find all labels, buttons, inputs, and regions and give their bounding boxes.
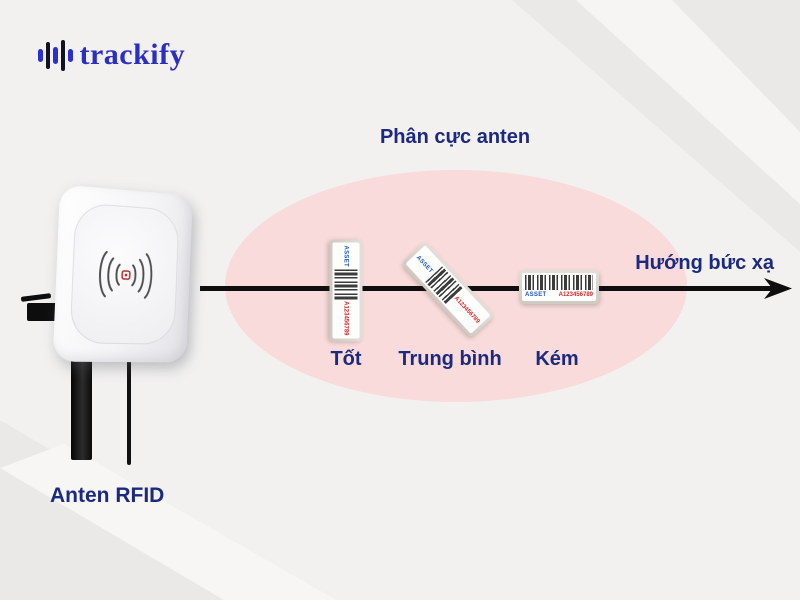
antenna-cable xyxy=(127,345,131,465)
antenna-face xyxy=(69,202,180,345)
radiation-direction-label: Hướng bức xạ xyxy=(635,252,774,274)
brand-name: trackify xyxy=(79,38,186,71)
quality-label-good: Tốt xyxy=(330,348,362,370)
diagram-title: Phân cực anten xyxy=(379,126,531,148)
rfid-tag-horizontal: ASSET A123456789 xyxy=(519,270,599,304)
tag-code-text: A123456789 xyxy=(453,295,481,325)
rfid-tag-vertical: ASSET A123456789 xyxy=(329,239,363,342)
tag-code-text: A123456789 xyxy=(343,301,349,336)
tag-asset-text: ASSET xyxy=(343,245,349,268)
antenna-panel xyxy=(52,184,193,363)
tag-barcode xyxy=(334,269,358,300)
equalizer-icon xyxy=(38,38,73,72)
tag-barcode xyxy=(525,275,593,290)
quality-label-medium: Trung bình xyxy=(398,348,502,370)
mounting-bracket-tip xyxy=(20,293,52,302)
antenna-label: Anten RFID xyxy=(50,484,165,507)
tag-asset-text: ASSET xyxy=(525,292,547,298)
quality-label-poor: Kém xyxy=(535,348,579,370)
rfid-antenna-illustration xyxy=(20,184,225,475)
tag-text-row: ASSET A123456789 xyxy=(525,292,593,298)
rfid-waves-icon xyxy=(91,247,160,302)
tag-face: ASSET A123456789 xyxy=(522,273,596,301)
tag-asset-text: ASSET xyxy=(415,254,435,275)
tag-code-text: A123456789 xyxy=(558,292,593,298)
antenna-pole xyxy=(71,335,92,460)
radiation-axis-line xyxy=(200,286,774,291)
tag-face: ASSET A123456789 xyxy=(332,242,360,339)
brand-logo: trackify xyxy=(38,38,185,72)
